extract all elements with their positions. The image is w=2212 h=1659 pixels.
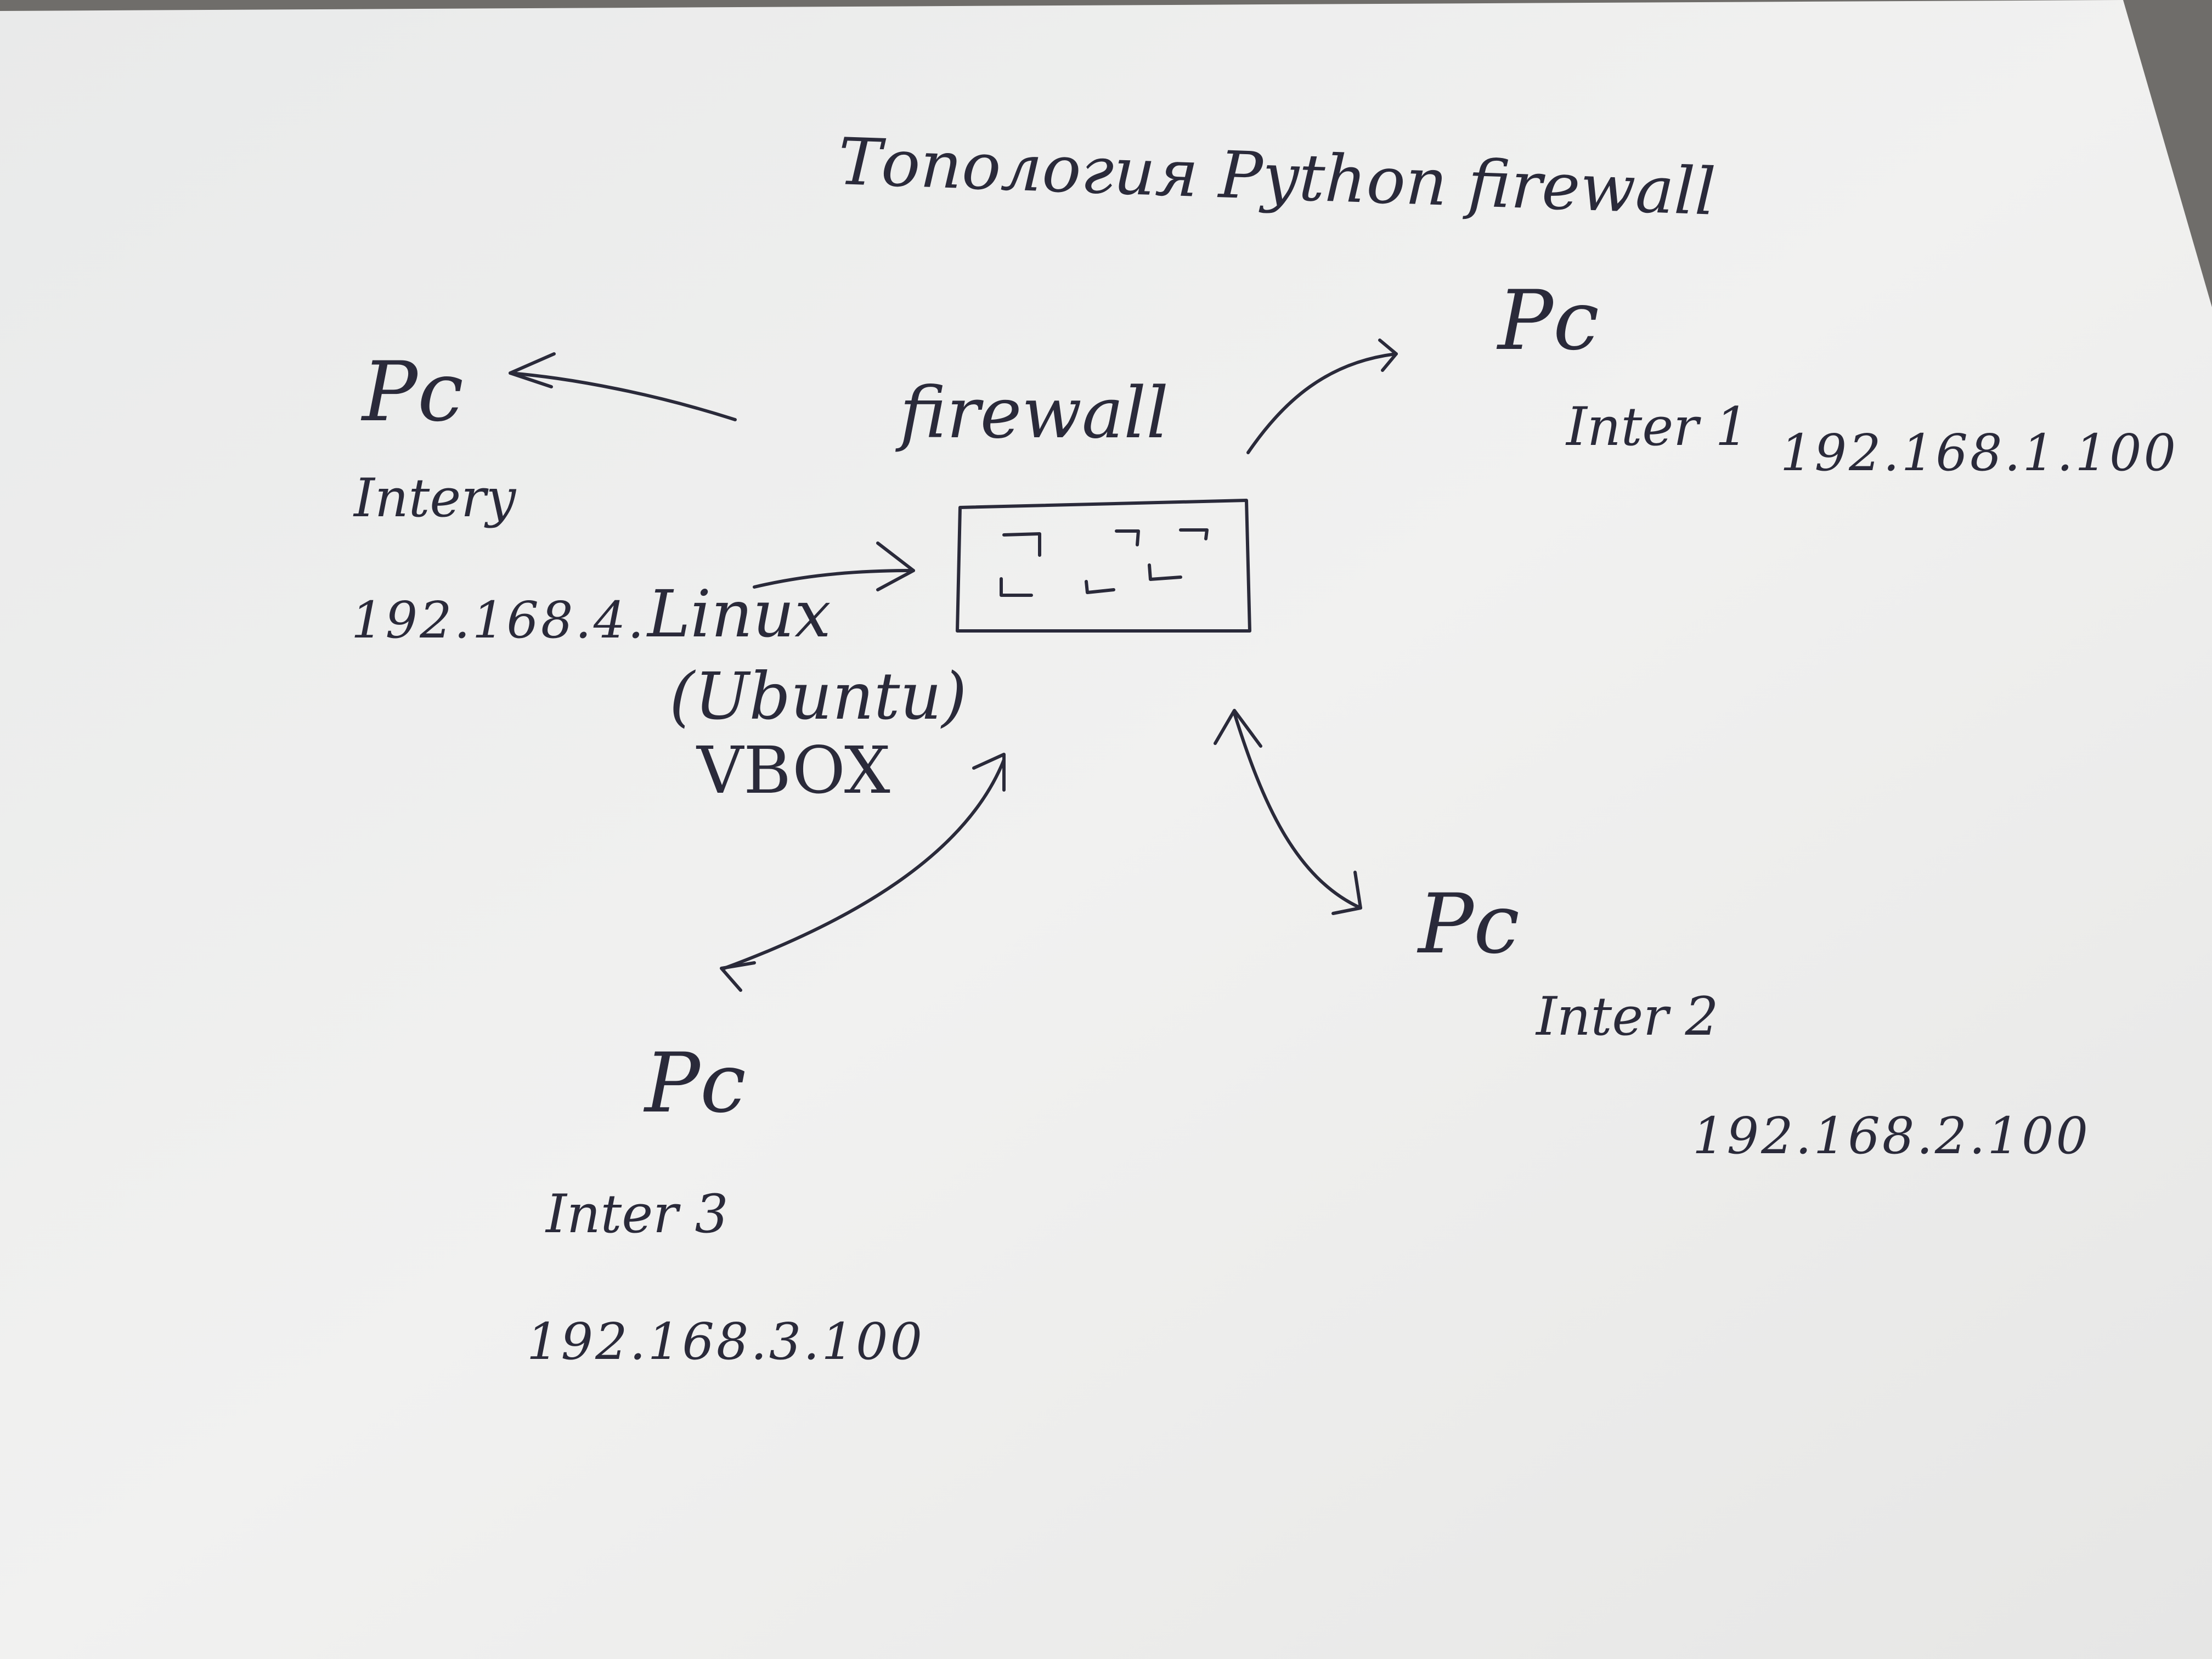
arrow-left-net-to-firewall: [753, 569, 915, 589]
arrowhead-bottom-pc: [720, 961, 756, 992]
iface-lower-right: Inter 2: [1536, 986, 1719, 1047]
arrow-firewall-to-right-pc: [1246, 352, 1398, 454]
arrowhead-left-pc: [509, 352, 556, 388]
arrow-firewall-lower-right-pc: [1233, 712, 1362, 910]
firewall-label: firewall: [900, 373, 1169, 454]
pc-lower-right: Pc: [1418, 877, 1520, 972]
host-os-label: Linux: [647, 576, 831, 652]
ip-right: 192.168.1.100: [1780, 424, 2179, 482]
pc-left: Pc: [362, 345, 464, 440]
arrow-firewall-bottom-pc: [723, 758, 1006, 970]
ip-lower-right: 192.168.2.100: [1692, 1107, 2091, 1165]
arrowhead-lower-right-pc: [1331, 871, 1362, 915]
arrowhead-firewall-bottom: [972, 753, 1006, 792]
firewall-brick-pattern: [1000, 528, 1209, 597]
ip-bottom: 192.168.3.100: [527, 1312, 925, 1371]
pc-right: Pc: [1498, 273, 1599, 369]
iface-bottom: Inter 3: [546, 1183, 729, 1245]
arrowhead-firewall-bottom-right: [1214, 709, 1262, 748]
arrowhead-right-pc: [1378, 338, 1398, 372]
host-platform-label: VBOX: [697, 732, 890, 808]
ip-left: 192.168.4.: [351, 591, 646, 650]
arrowhead-firewall-left: [876, 541, 915, 591]
iface-right: Inter 1: [1566, 396, 1749, 458]
host-distro-label: (Ubuntu): [669, 658, 967, 734]
firewall-box: [956, 499, 1251, 633]
pc-bottom: Pc: [645, 1036, 746, 1131]
arrow-firewall-to-left-pc: [509, 371, 737, 421]
iface-left: Intery: [354, 467, 516, 529]
